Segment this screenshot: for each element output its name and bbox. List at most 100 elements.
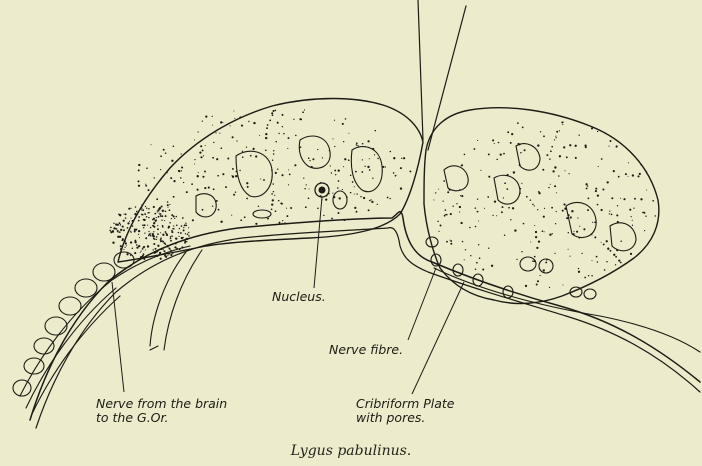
stipple-dot	[162, 234, 164, 236]
stipple-dot	[516, 259, 517, 260]
stipple-dot	[145, 250, 146, 251]
stipple-dot	[482, 268, 484, 270]
stipple-dot	[390, 151, 392, 153]
stipple-dot	[109, 230, 110, 231]
stipple-dot	[150, 227, 152, 229]
stipple-dot	[587, 209, 589, 211]
stipple-dot	[181, 246, 183, 248]
stipple-dot	[611, 197, 613, 199]
stipple-dot	[279, 222, 281, 224]
stipple-dot	[583, 228, 585, 230]
stipple-dot	[283, 133, 285, 135]
stipple-dot	[282, 126, 283, 127]
stipple-dot	[620, 240, 621, 241]
stipple-dot	[639, 173, 641, 175]
stipple-dot	[288, 169, 289, 170]
stipple-dot	[544, 208, 545, 209]
stipple-dot	[654, 215, 655, 216]
stipple-dot	[173, 146, 175, 148]
stipple-dot	[181, 170, 182, 171]
stipple-dot	[153, 222, 155, 224]
stipple-dot	[302, 111, 304, 113]
stipple-dot	[615, 264, 616, 265]
stipple-dot	[375, 130, 377, 132]
label-nerve-from-brain: Nerve from the brain	[96, 397, 227, 410]
stipple-dot	[592, 222, 593, 223]
stipple-dot	[134, 213, 136, 215]
stipple-dot	[504, 182, 506, 184]
stipple-dot	[282, 220, 283, 221]
stipple-dot	[134, 228, 136, 230]
stipple-dot	[134, 240, 136, 242]
stipple-dot	[286, 215, 288, 217]
stipple-dot	[161, 215, 162, 216]
stipple-dot	[372, 178, 373, 179]
stipple-dot	[606, 240, 608, 242]
stipple-dot	[141, 204, 142, 205]
stipple-dot	[259, 135, 260, 136]
stipple-dot	[159, 254, 160, 255]
stipple-dot	[613, 254, 615, 256]
stipple-dot	[160, 237, 162, 239]
stipple-dot	[598, 166, 599, 167]
stipple-dot	[400, 167, 402, 169]
stipple-dot	[309, 189, 310, 190]
stipple-dot	[175, 243, 177, 245]
stipple-dot	[521, 183, 522, 184]
stipple-dot	[160, 258, 162, 260]
stipple-dot	[309, 160, 310, 161]
stipple-dot	[584, 277, 586, 279]
stipple-dot	[182, 237, 184, 239]
stipple-dot	[362, 143, 364, 145]
stipple-dot	[200, 156, 202, 158]
stipple-dot	[628, 176, 629, 177]
stipple-dot	[154, 213, 156, 215]
stipple-dot	[162, 210, 164, 212]
stipple-dot	[484, 208, 485, 209]
stipple-dot	[543, 135, 545, 137]
stipple-dot	[167, 255, 168, 256]
stipple-dot	[275, 210, 277, 212]
stipple-dot	[168, 253, 170, 255]
stipple-dot	[578, 271, 580, 273]
stipple-dot	[304, 188, 305, 189]
stipple-dot	[308, 157, 310, 159]
stipple-dot	[323, 215, 324, 216]
stipple-dot	[126, 253, 128, 255]
stipple-dot	[566, 156, 568, 158]
stipple-dot	[377, 204, 378, 205]
stipple-dot	[122, 226, 124, 228]
stipple-dot	[222, 122, 223, 123]
stipple-dot	[154, 177, 155, 178]
stipple-dot	[145, 185, 147, 187]
stipple-dot	[588, 198, 590, 200]
stipple-dot	[156, 236, 158, 238]
stipple-dot	[138, 164, 140, 166]
stipple-dot	[618, 176, 620, 178]
stipple-dot	[124, 247, 125, 248]
stipple-dot	[630, 253, 632, 255]
stipple-dot	[556, 211, 557, 212]
stipple-dot	[152, 234, 154, 236]
stipple-dot	[233, 194, 235, 196]
stipple-dot	[453, 206, 454, 207]
stipple-dot	[643, 212, 645, 214]
stipple-dot	[173, 228, 175, 230]
stipple-dot	[532, 260, 534, 262]
stipple-dot	[293, 119, 294, 120]
stipple-dot	[158, 216, 160, 218]
stipple-dot	[161, 219, 162, 220]
stipple-dot	[554, 253, 555, 254]
stipple-dot	[507, 131, 509, 133]
stipple-dot	[161, 240, 163, 242]
stipple-dot	[492, 139, 494, 141]
stipple-dot	[265, 149, 267, 151]
stipple-dot	[146, 208, 147, 209]
stipple-dot	[130, 231, 131, 232]
stipple-dot	[540, 275, 541, 276]
left-cell-mass	[118, 99, 423, 263]
stipple-dot	[450, 240, 452, 242]
stipple-dot	[138, 220, 140, 222]
stipple-dot	[258, 206, 259, 207]
stipple-dot	[144, 224, 146, 226]
